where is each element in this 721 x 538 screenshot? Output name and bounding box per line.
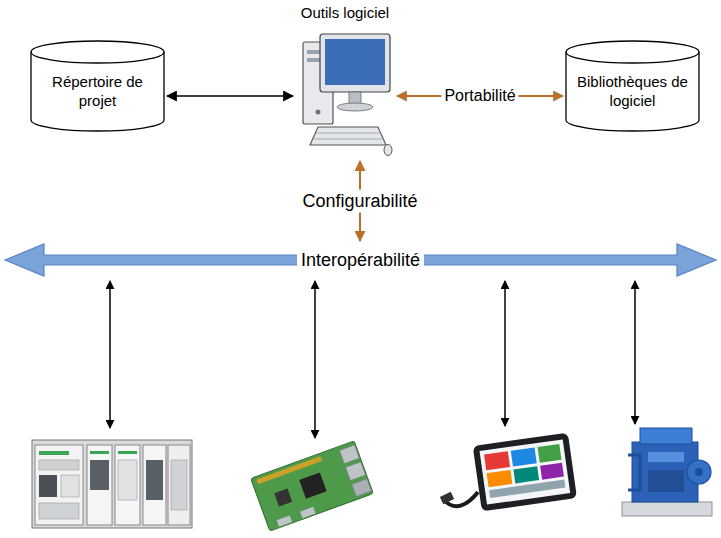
raspberry-pi-board	[251, 441, 374, 531]
engine-device	[648, 470, 684, 492]
computer-icon	[314, 139, 384, 140]
tablet-device	[440, 492, 454, 504]
computer-icon	[320, 34, 390, 92]
tablet-device	[538, 444, 562, 463]
computer-icon	[337, 103, 373, 111]
plc-device	[168, 445, 190, 525]
raspberry-pi-board	[299, 472, 327, 498]
plc-device	[115, 445, 140, 525]
plc-device	[118, 451, 137, 454]
node-label: Répertoire de projet	[42, 73, 153, 111]
engine-device	[695, 468, 703, 476]
plc-device	[171, 460, 187, 510]
tablet-device	[487, 470, 513, 487]
text-holder: Interopérabilité	[4, 243, 717, 277]
database-cylinder: Répertoire de projet	[30, 40, 165, 132]
raspberry-pi-board	[346, 462, 366, 481]
raspberry-pi-board	[339, 445, 359, 464]
engine-device	[687, 460, 711, 484]
text-holder: Bibliothèques de logiciel	[565, 40, 700, 132]
plc-device	[35, 445, 83, 525]
text-holder: Répertoire de projet	[30, 40, 165, 132]
device-link-arrows	[314, 281, 316, 438]
plc-device	[39, 451, 69, 455]
tablet-device	[473, 433, 577, 512]
computer-icon	[316, 133, 381, 134]
edge-label: Configurabilité	[299, 190, 420, 213]
raspberry-pi-board	[251, 441, 374, 531]
tablet-device	[484, 451, 510, 470]
bar-arrow-shape	[5, 244, 716, 276]
device-link-arrows	[634, 281, 636, 424]
plc-device	[32, 440, 192, 528]
plc-device	[146, 460, 163, 500]
tablet-device	[440, 433, 577, 512]
plc-device	[90, 460, 109, 490]
device-link-arrows	[110, 281, 635, 438]
tablet-device	[511, 447, 537, 466]
tablet-device	[513, 466, 539, 483]
node-label: Interopérabilité	[297, 249, 424, 272]
tablet-device	[473, 433, 577, 512]
tablet-device	[480, 439, 571, 504]
interoperability-bar: Interopérabilité	[4, 243, 717, 277]
cylinder-body	[31, 41, 164, 131]
edge-label: Portabilité	[441, 86, 518, 106]
plc-device	[39, 475, 57, 497]
plc-device	[90, 451, 109, 454]
text-holder: Outils logiciel	[295, 4, 395, 23]
device-link-arrows	[504, 281, 506, 426]
tablet-device	[489, 480, 565, 498]
engine-device	[622, 502, 712, 516]
database-cylinder: Bibliothèques de logiciel	[565, 40, 700, 132]
link-arrow	[167, 95, 293, 97]
software-tools-node: Outils logiciel	[295, 4, 395, 159]
engine-device	[628, 455, 640, 490]
computer-icon	[310, 127, 386, 145]
engine-device	[648, 452, 684, 462]
plc-device	[143, 445, 166, 525]
cylinder-rim	[31, 52, 164, 63]
device-link-arrows	[109, 281, 111, 428]
raspberry-pi-board	[277, 515, 293, 526]
cylinder-body	[566, 41, 699, 131]
engine-device	[640, 428, 692, 444]
raspberry-pi-board	[300, 507, 316, 518]
computer-icon	[325, 39, 385, 85]
computer-icon	[303, 34, 392, 156]
plc-device	[32, 440, 192, 528]
plc-device	[118, 460, 137, 500]
engine-device	[622, 428, 712, 516]
plc-device	[39, 503, 79, 519]
plc-device	[61, 475, 79, 497]
cylinder-rim	[566, 52, 699, 63]
node-label: Bibliothèques de logiciel	[577, 73, 688, 111]
tablet-device	[540, 463, 564, 480]
raspberry-pi-board	[274, 489, 292, 507]
raspberry-pi-board	[352, 479, 371, 497]
plc-device	[39, 460, 79, 470]
computer-icon	[316, 110, 321, 115]
computer-icon	[384, 145, 392, 156]
node-label: Outils logiciel	[301, 4, 389, 23]
plc-device	[87, 445, 112, 525]
